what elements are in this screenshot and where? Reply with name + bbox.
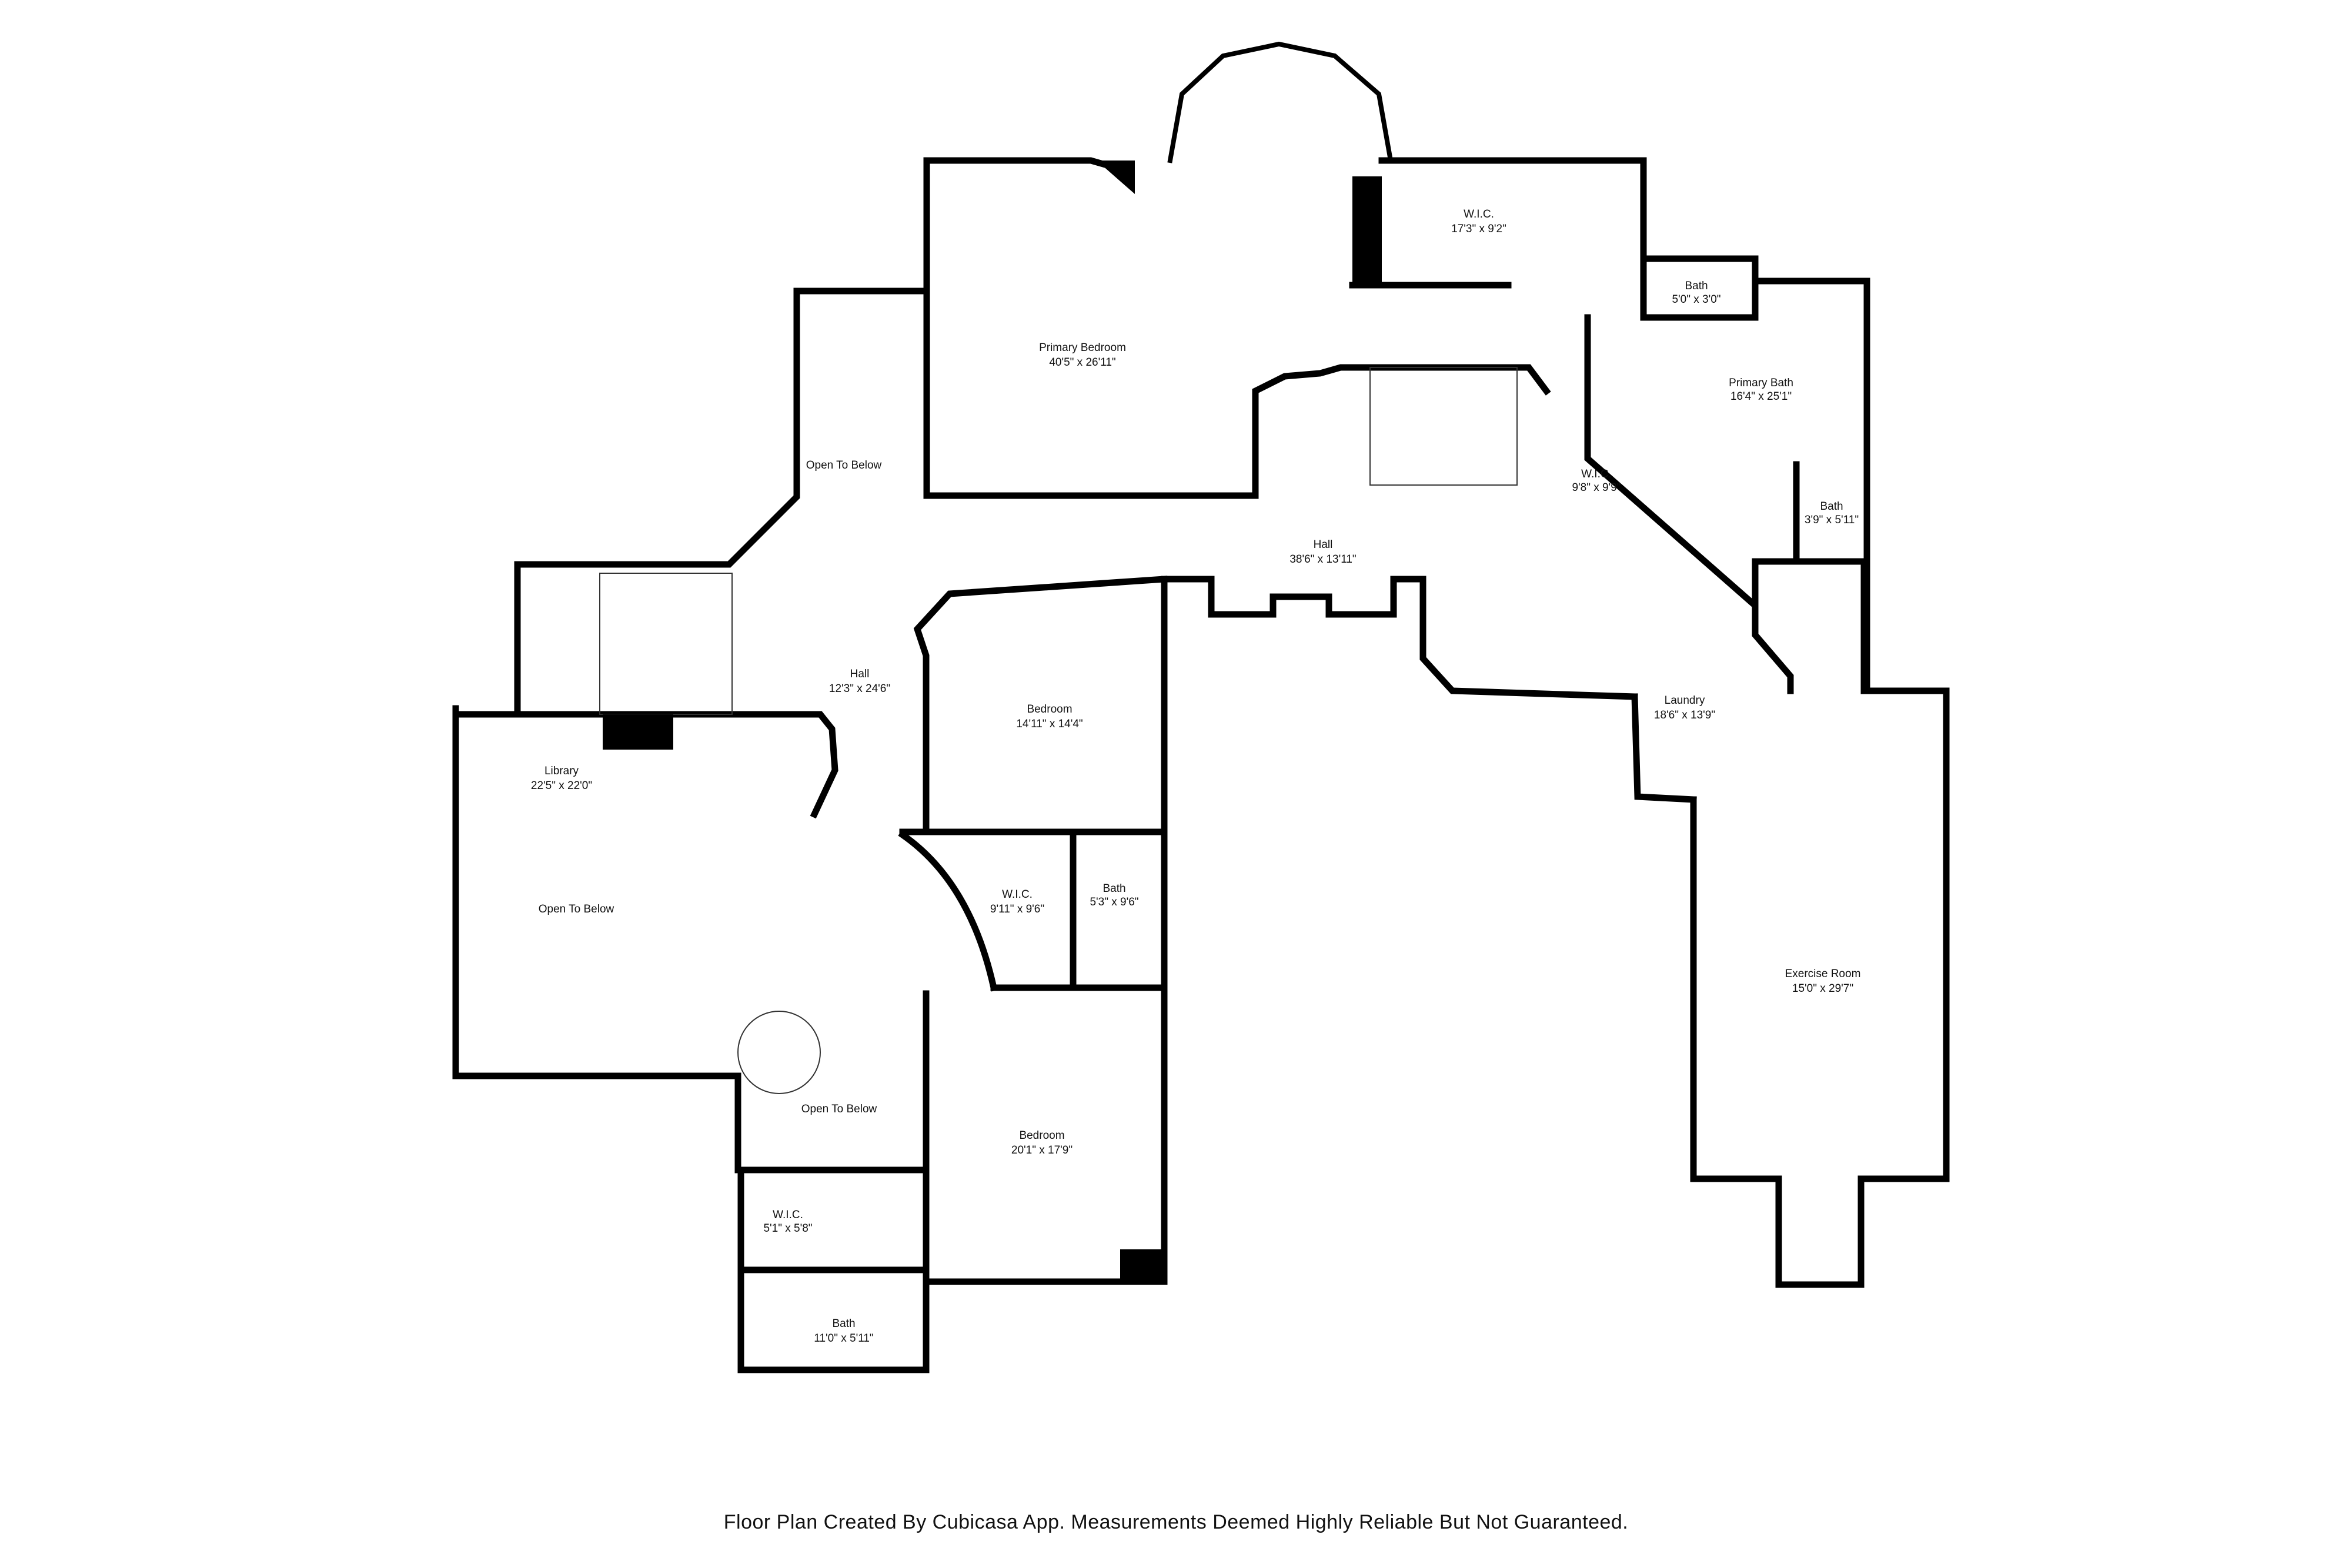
room-label-wic-center: W.I.C.	[1002, 888, 1033, 901]
room-dim-bedroom-lower: 20'1" x 17'9"	[1011, 1144, 1073, 1156]
wall-laundry	[1631, 693, 1697, 803]
room-label-library: Library	[544, 765, 579, 777]
stair-primary	[1369, 367, 1518, 486]
room-dim-laundry: 18'6" x 13'9"	[1654, 709, 1715, 721]
wall-primary-bedroom	[923, 157, 1551, 499]
wall-bath-small	[1640, 255, 1759, 321]
room-label-bath-small-top: Bath	[1685, 280, 1708, 292]
wall-bedroom-mid	[913, 576, 1168, 833]
spiral-stair	[737, 1011, 821, 1094]
room-dim-wic-mid: 9'8" x 9'9"	[1572, 482, 1621, 494]
room-dim-bath-lower: 11'0" x 5'11"	[814, 1332, 873, 1345]
wall-bay-window	[1167, 41, 1394, 163]
room-dim-bedroom-mid: 14'11" x 14'4"	[1016, 718, 1083, 730]
wall-wic-center-curve	[898, 830, 998, 992]
room-dim-wic-top: 17'3" x 9'2"	[1451, 223, 1506, 235]
room-label-laundry: Laundry	[1665, 694, 1705, 707]
room-label-primary-bedroom: Primary Bedroom	[1039, 342, 1126, 354]
wall-library	[452, 705, 741, 1174]
room-dim-hall-upper: 38'6" x 13'11"	[1289, 553, 1356, 566]
wic-corner-block	[1352, 176, 1382, 285]
room-label-open-below-bottom: Open To Below	[801, 1103, 877, 1115]
room-dim-wic-center: 9'11" x 9'6"	[990, 903, 1044, 915]
wall-primary-top	[923, 157, 1115, 170]
library-chimney	[603, 714, 673, 750]
wall-bath-lower	[734, 1166, 930, 1373]
room-label-hall-left: Hall	[850, 668, 870, 680]
wall-hall-south	[1161, 576, 1638, 700]
room-dim-wic-lower: 5'1" x 5'8"	[763, 1222, 812, 1235]
room-label-wic-top: W.I.C.	[1464, 208, 1494, 220]
wall-bath-right	[1793, 461, 1867, 565]
room-label-primary-bath: Primary Bath	[1729, 377, 1793, 389]
room-dim-bath-center: 5'3" x 9'6"	[1090, 896, 1138, 908]
room-label-exercise-room: Exercise Room	[1785, 968, 1861, 980]
wall-wic-top	[1378, 157, 1865, 285]
room-label-bedroom-mid: Bedroom	[1027, 703, 1072, 716]
room-label-bath-center: Bath	[1102, 882, 1125, 895]
room-label-bath-lower: Bath	[832, 1318, 855, 1330]
wall-open-below-top	[514, 287, 930, 712]
stair-left	[599, 573, 733, 715]
room-label-bedroom-lower: Bedroom	[1019, 1129, 1064, 1142]
bedroom-lower-block	[1120, 1249, 1164, 1285]
room-dim-bath-small-top: 5'0" x 3'0"	[1672, 293, 1720, 306]
room-dim-hall-left: 12'3" x 24'6"	[829, 683, 890, 695]
room-label-open-below-top: Open To Below	[806, 459, 882, 472]
room-label-wic-mid: W.I.C.	[1581, 468, 1612, 480]
room-dim-bath-right: 3'9" x 5'11"	[1805, 514, 1859, 526]
wall-exercise	[1690, 687, 1950, 1288]
wall-laundry-upper	[1752, 602, 1794, 694]
room-label-wic-lower: W.I.C.	[773, 1209, 803, 1221]
room-dim-primary-bedroom: 40'5" x 26'11"	[1049, 356, 1115, 369]
room-dim-primary-bath: 16'4" x 25'1"	[1730, 390, 1792, 403]
solid-blocks	[603, 161, 1382, 1285]
wall-primary-bath-right	[1857, 278, 1870, 694]
room-labels: Primary Bedroom 40'5" x 26'11" W.I.C. 17…	[531, 208, 1861, 1345]
room-label-hall-upper: Hall	[1314, 539, 1333, 551]
room-label-open-below-library: Open To Below	[539, 903, 614, 915]
walls	[452, 41, 1950, 1373]
room-dim-library: 22'5" x 22'0"	[531, 780, 592, 792]
room-dim-exercise-room: 15'0" x 29'7"	[1792, 982, 1853, 995]
room-label-bath-right: Bath	[1820, 500, 1843, 513]
footer-disclaimer: Floor Plan Created By Cubicasa App. Meas…	[723, 1511, 1629, 1533]
primary-corner-block	[1097, 161, 1135, 194]
